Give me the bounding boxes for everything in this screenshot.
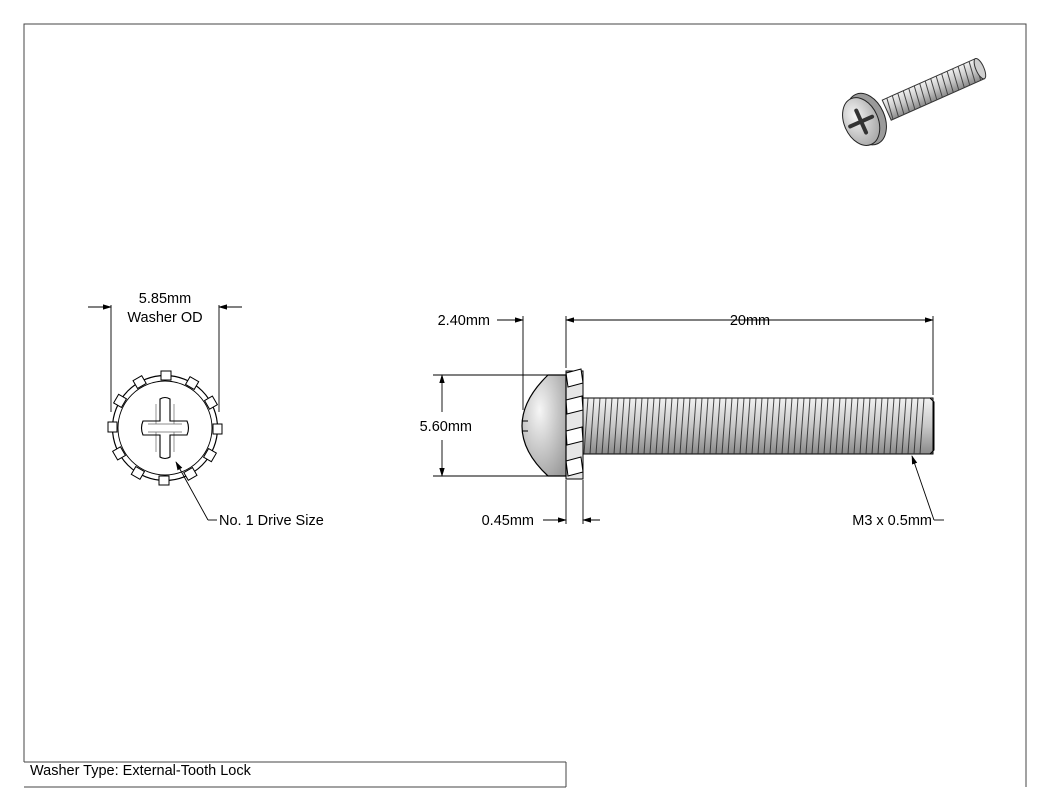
thread-line: [691, 397, 697, 455]
thread-line: [763, 397, 769, 455]
washer-thickness-dimension: 0.45mm: [482, 513, 534, 529]
washer-teeth-side: [565, 368, 584, 477]
thread-line: [919, 397, 925, 455]
thread-line: [895, 397, 901, 455]
thread-line: [799, 397, 805, 455]
thread-line: [703, 397, 709, 455]
drive-size-leader: [175, 461, 217, 521]
thread-line: [769, 397, 775, 455]
thread-line: [613, 397, 619, 455]
thread-line: [835, 397, 841, 455]
thread-line: [583, 397, 589, 455]
thread-line: [727, 397, 733, 455]
thread-line: [751, 397, 757, 455]
washer-teeth: [107, 370, 223, 486]
thread-line: [739, 397, 745, 455]
thread-line: [817, 397, 823, 455]
thread-line: [637, 397, 643, 455]
screw-head: [521, 374, 567, 477]
thread-line: [673, 397, 679, 455]
thread-line: [871, 397, 877, 455]
thread-line: [829, 397, 835, 455]
thread-line: [685, 397, 691, 455]
washer-od-value: 5.85mm: [139, 291, 191, 307]
thread-line: [757, 397, 763, 455]
thread-line: [841, 397, 847, 455]
thread-line: [721, 397, 727, 455]
drive-size-callout: No. 1 Drive Size: [219, 513, 324, 529]
thread-line: [775, 397, 781, 455]
thread-lines: [583, 397, 925, 455]
thread-line: [853, 397, 859, 455]
thread-line: [733, 397, 739, 455]
thread-length-dimension: 20mm: [730, 313, 770, 329]
thread-line: [889, 397, 895, 455]
thread-line: [811, 397, 817, 455]
thread-line: [697, 397, 703, 455]
thread-line: [883, 397, 889, 455]
thread-line: [781, 397, 787, 455]
phillips-recess: [140, 396, 190, 460]
thread-line: [589, 397, 595, 455]
thread-line: [643, 397, 649, 455]
thread-line: [913, 397, 919, 455]
thread-line: [619, 397, 625, 455]
head-diameter-dimension: 5.60mm: [420, 419, 472, 435]
thread-line: [793, 397, 799, 455]
side-view: [521, 368, 935, 480]
thread-line: [649, 397, 655, 455]
thread-line: [607, 397, 613, 455]
thread-line: [595, 397, 601, 455]
sheet-border: [23, 23, 1027, 788]
washer-type-note: Washer Type: External-Tooth Lock: [30, 763, 252, 779]
thread-line: [709, 397, 715, 455]
thread-line: [877, 397, 883, 455]
isometric-view: [842, 57, 987, 146]
thread-line: [901, 397, 907, 455]
thread-line: [865, 397, 871, 455]
thread-line: [679, 397, 685, 455]
front-view: [107, 370, 223, 486]
side-dimensions: [433, 316, 944, 524]
thread-line: [625, 397, 631, 455]
thread-line: [859, 397, 865, 455]
thread-line: [805, 397, 811, 455]
thread-line: [823, 397, 829, 455]
thread-line: [655, 397, 661, 455]
thread-line: [787, 397, 793, 455]
thread-line: [631, 397, 637, 455]
thread-line: [847, 397, 853, 455]
thread-line: [667, 397, 673, 455]
washer-od-label: Washer OD: [127, 310, 202, 326]
thread-line: [715, 397, 721, 455]
thread-spec-callout: M3 x 0.5mm: [852, 513, 932, 529]
thread-line: [661, 397, 667, 455]
thread-line: [907, 397, 913, 455]
washer-od-dimension: [88, 304, 242, 412]
head-height-dimension: 2.40mm: [438, 313, 490, 329]
thread-line: [601, 397, 607, 455]
thread-line: [745, 397, 751, 455]
